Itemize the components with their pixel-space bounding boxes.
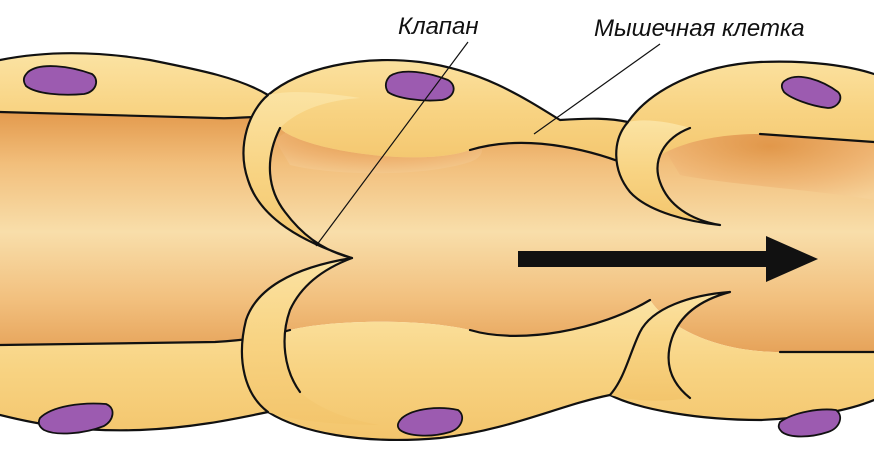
muscle-cell-label: Мышечная клетка — [594, 15, 805, 42]
valve-label: Клапан — [398, 13, 479, 40]
